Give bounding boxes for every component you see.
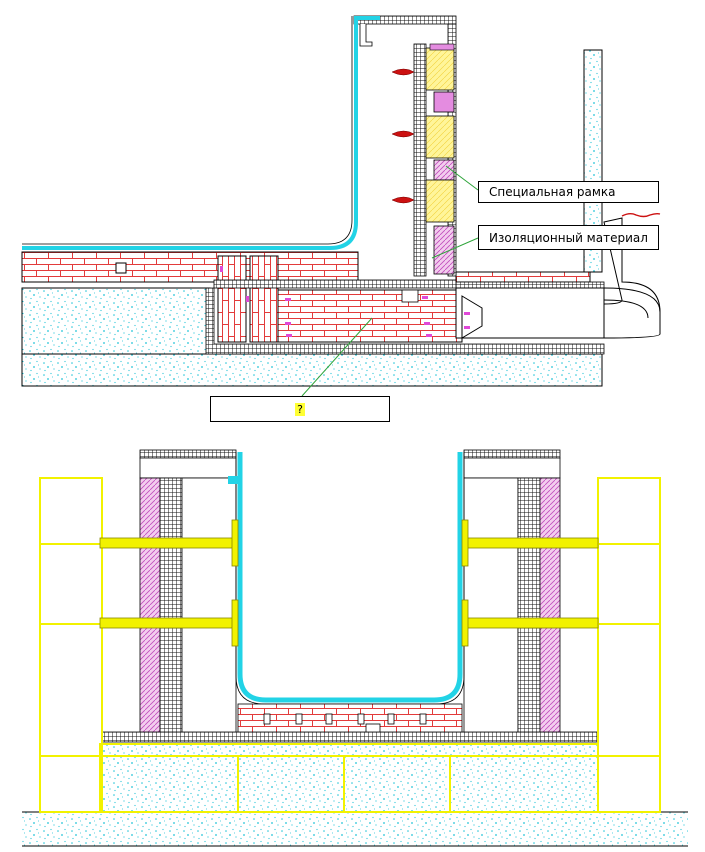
burner-flame-icon bbox=[391, 130, 415, 138]
left-top-grid bbox=[139, 449, 237, 459]
burner-flame-icon bbox=[391, 196, 415, 204]
left-hatch-insulation bbox=[139, 477, 161, 733]
left-concrete-mass bbox=[21, 287, 211, 355]
peep-hole bbox=[401, 289, 419, 303]
right-wall-box bbox=[463, 457, 561, 479]
right-support-frame bbox=[597, 477, 661, 813]
insulation-pink-top bbox=[429, 43, 455, 51]
insulation-pink-1 bbox=[433, 91, 455, 113]
insulation-block-3 bbox=[425, 179, 455, 223]
insulation-block-1 bbox=[425, 47, 455, 91]
chimney-stack bbox=[583, 49, 603, 273]
base-plate bbox=[213, 279, 463, 289]
right-hatch-insulation bbox=[539, 477, 561, 733]
bottom-section bbox=[22, 449, 688, 847]
ground-bottom bbox=[22, 812, 688, 846]
lower-brick-bed bbox=[277, 289, 463, 343]
red-flag-icon bbox=[621, 212, 661, 218]
label-special-frame: Специальная рамка bbox=[478, 181, 659, 203]
label-unknown-part: ? bbox=[210, 396, 390, 422]
left-support-frame bbox=[39, 477, 103, 813]
right-channel-brick bbox=[455, 271, 591, 283]
pink-markers bbox=[220, 266, 470, 337]
right-grid-wall bbox=[517, 477, 541, 733]
chamber-right-grid-wall bbox=[413, 43, 427, 277]
foundation-slab bbox=[99, 743, 599, 813]
hearth-openings bbox=[263, 713, 427, 733]
right-top-grid bbox=[463, 449, 561, 459]
left-brick-wall bbox=[21, 251, 359, 283]
left-grid-wall bbox=[159, 477, 183, 733]
insulation-block-2 bbox=[425, 115, 455, 159]
ground-foundation bbox=[21, 353, 603, 387]
brick-hearth bbox=[237, 703, 463, 733]
question-mark-text: ? bbox=[295, 402, 305, 416]
left-inner-cavity bbox=[181, 477, 237, 733]
insulation-pink-3 bbox=[433, 225, 455, 275]
top-section bbox=[21, 15, 661, 397]
label-insulation-material: Изоляционный материал bbox=[478, 225, 659, 250]
duct-lip bbox=[455, 281, 605, 289]
base-grid-strip bbox=[101, 731, 599, 743]
left-wall-box bbox=[139, 457, 237, 479]
steel-liner-top bbox=[22, 16, 380, 250]
right-inner-cavity bbox=[463, 477, 519, 733]
support-beams bbox=[99, 519, 599, 647]
inspection-hole bbox=[115, 262, 127, 274]
leader-lines bbox=[301, 165, 479, 397]
burner-flame-icon bbox=[391, 68, 415, 76]
steel-u-liner bbox=[237, 452, 463, 703]
brick-column-2 bbox=[249, 255, 279, 343]
